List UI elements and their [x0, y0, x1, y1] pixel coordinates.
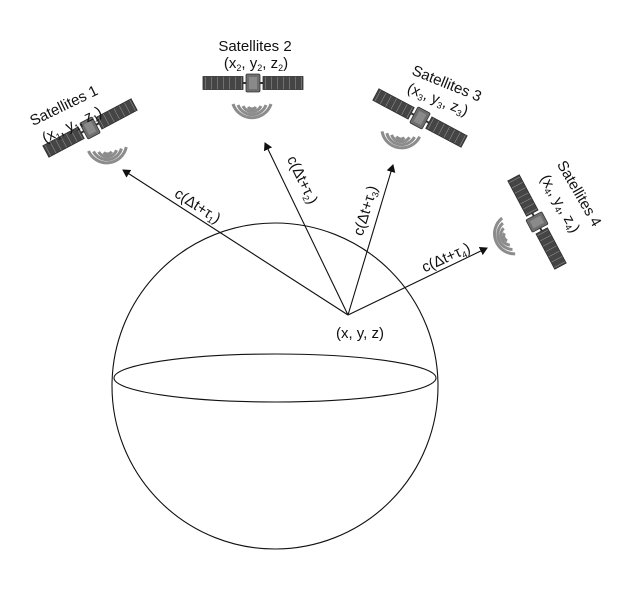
signal-label-3: c(Δt+τ3) — [350, 184, 382, 238]
satellite-3-signal-waves-icon — [378, 129, 422, 152]
satellite-2-title: Satellites 2 — [218, 38, 291, 55]
satellite-2 — [202, 73, 304, 120]
signal-line-2 — [263, 142, 349, 316]
signal-line-4 — [347, 246, 488, 316]
satellite-3-coordinates: (x3, y3, z3) — [404, 80, 470, 121]
satellite-2-icon — [202, 73, 304, 93]
satellite-4-signal-waves-icon — [487, 216, 517, 261]
satellite-2-signal-waves-icon — [231, 102, 273, 120]
signal-label-4: c(Δt+τ4) — [419, 240, 473, 277]
earth-sphere — [111, 222, 439, 550]
signal-label-2: c(Δt+τ2) — [282, 153, 321, 207]
satellite-1-coordinates: (x1, y1, z1) — [39, 103, 105, 147]
signal-label-1: c(Δt+τ1) — [171, 185, 224, 228]
equator-ellipse — [113, 353, 437, 403]
signal-line-1 — [122, 169, 349, 316]
satellite-1-signal-waves-icon — [86, 145, 130, 167]
satellite-2-coordinates: (x2, y2, z2) — [224, 55, 288, 73]
signal-line-3 — [347, 164, 396, 316]
receiver-label: (x, y, z) — [336, 325, 384, 342]
